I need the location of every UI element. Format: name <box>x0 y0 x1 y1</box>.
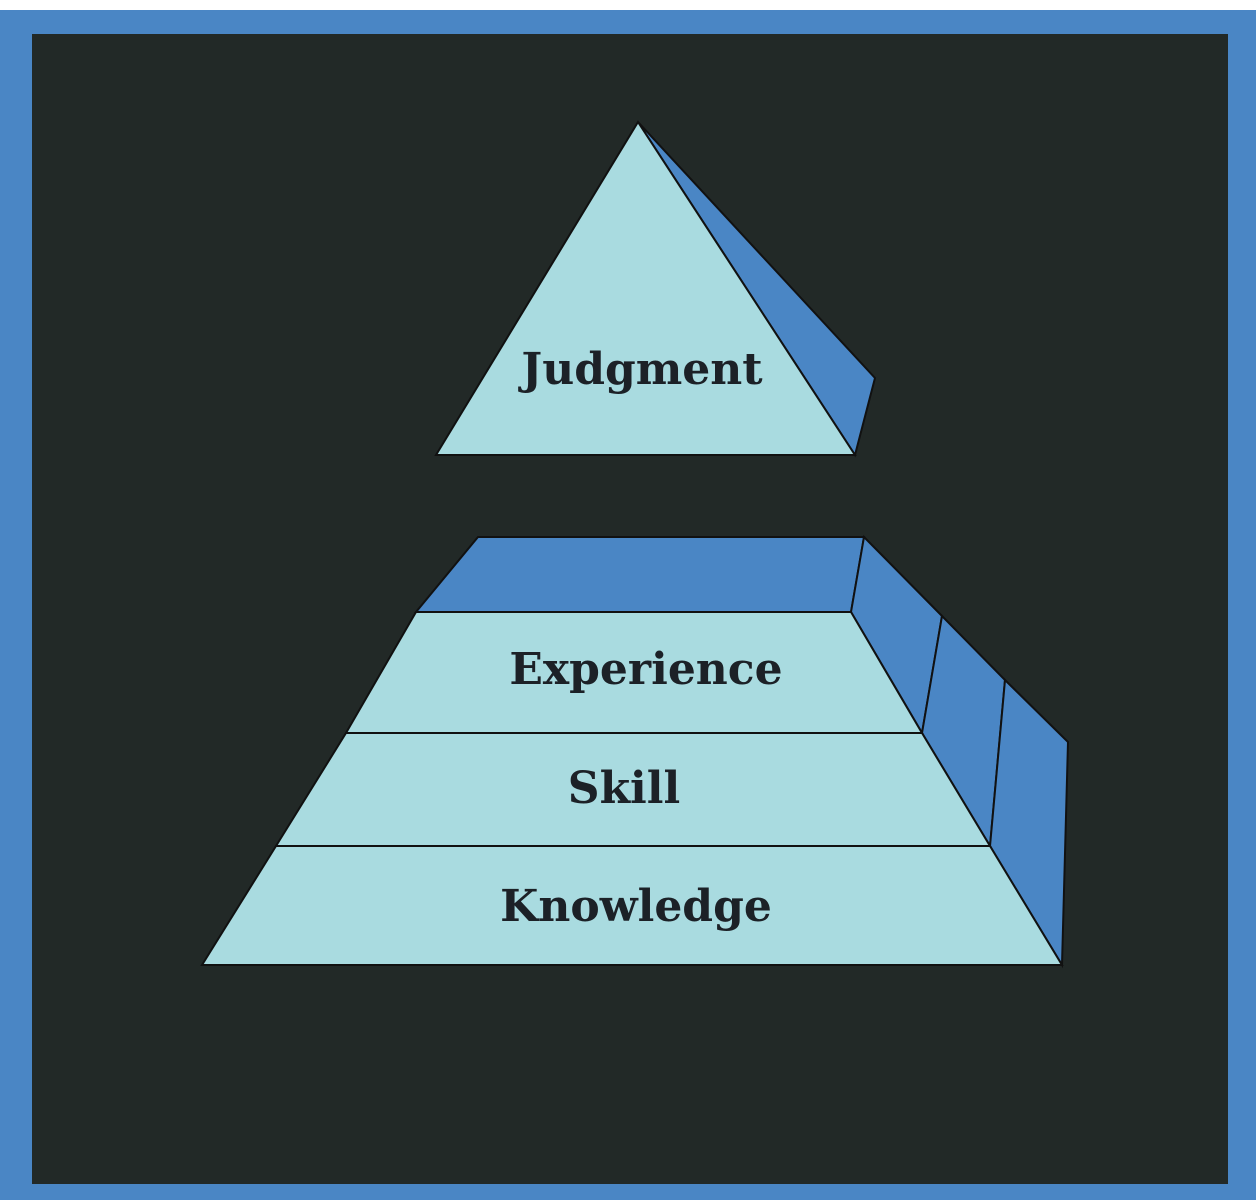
apex-pyramid: Judgment <box>434 120 877 458</box>
lower-top-face <box>413 536 866 613</box>
level-3-front-face <box>200 845 1064 966</box>
apex-front-face <box>434 120 857 456</box>
apex-label: Judgment <box>517 344 763 395</box>
lower-pyramid: Experience Skill Knowledge <box>200 534 1070 969</box>
level-3-label: Knowledge <box>500 881 772 932</box>
level-2-label: Skill <box>568 763 680 814</box>
level-1-label: Experience <box>509 644 782 695</box>
